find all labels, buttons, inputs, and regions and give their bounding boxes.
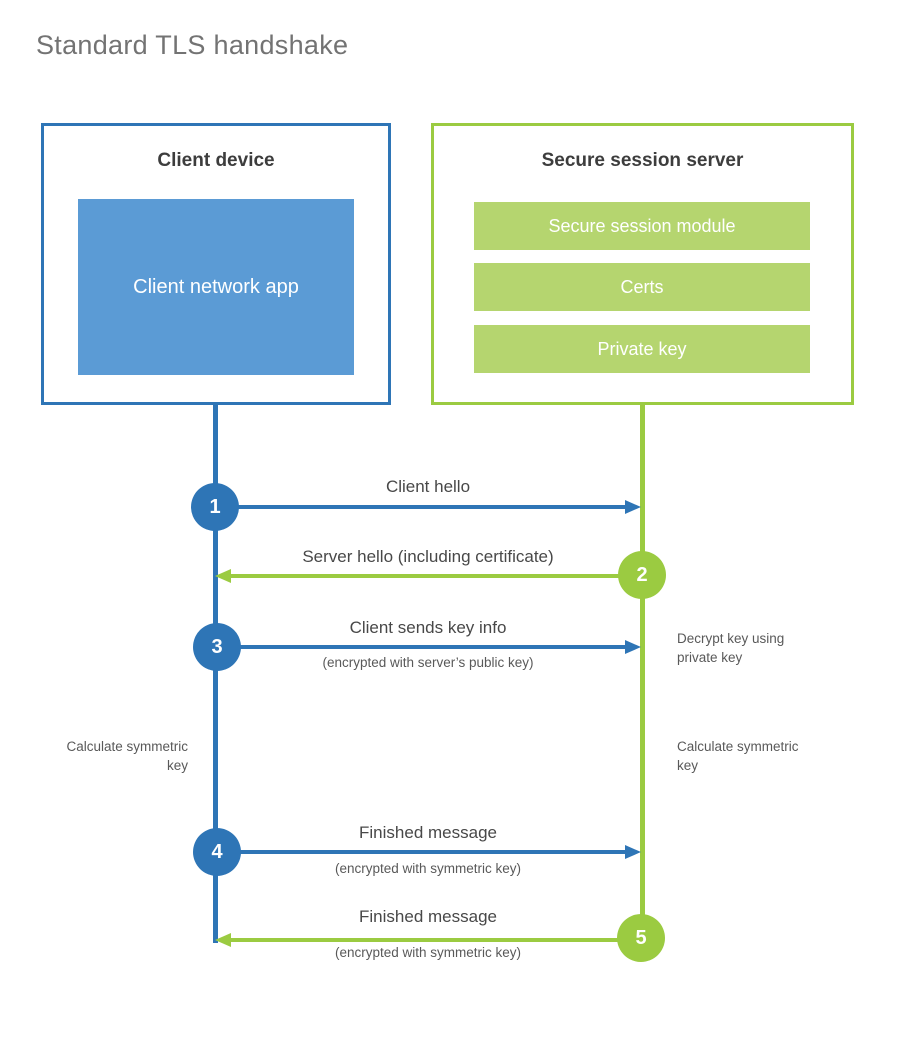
- step-5-label: Finished message: [359, 907, 497, 926]
- step-4-label: Finished message: [359, 823, 497, 842]
- calculate-symmetric-key-note-client: Calculate symmetric key: [66, 739, 188, 773]
- arrowhead-right-icon: [625, 640, 641, 654]
- secure-session-server-title: Secure session server: [541, 150, 744, 171]
- client-lifeline: [213, 404, 218, 943]
- arrow-client-key-info: [219, 645, 626, 649]
- decrypt-key-note: Decrypt key using private key: [677, 631, 785, 665]
- step-3-sublabel: (encrypted with server’s public key): [322, 655, 534, 670]
- server-module-certs: Certs: [474, 263, 810, 311]
- arrow-server-hello: [231, 574, 641, 578]
- server-module-secure-session-module: Secure session module: [474, 202, 810, 250]
- step-5-badge: 5: [617, 914, 665, 962]
- step-2-label: Server hello (including certificate): [302, 547, 554, 566]
- server-lifeline: [640, 404, 645, 938]
- client-device-title: Client device: [157, 150, 275, 171]
- step-1-label: Client hello: [385, 477, 471, 496]
- arrowhead-right-icon: [625, 500, 641, 514]
- server-module-private-key: Private key: [474, 325, 810, 373]
- arrow-finished-client: [219, 850, 626, 854]
- client-network-app-box: Client network app: [78, 199, 354, 375]
- step-3-label: Client sends key info: [349, 618, 507, 637]
- client-network-app-label: Client network app: [133, 275, 299, 298]
- arrowhead-left-icon: [215, 569, 231, 583]
- step-4-badge: 4: [193, 828, 241, 876]
- step-3-badge: 3: [193, 623, 241, 671]
- arrow-client-hello: [217, 505, 626, 509]
- step-5-sublabel: (encrypted with symmetric key): [334, 945, 522, 960]
- page-title: Standard TLS handshake: [36, 30, 349, 60]
- step-4-sublabel: (encrypted with symmetric key): [334, 861, 522, 876]
- arrowhead-left-icon: [215, 933, 231, 947]
- step-2-badge: 2: [618, 551, 666, 599]
- arrowhead-right-icon: [625, 845, 641, 859]
- arrow-finished-server: [231, 938, 641, 942]
- calculate-symmetric-key-note-server: Calculate symmetric key: [677, 739, 799, 773]
- step-1-badge: 1: [191, 483, 239, 531]
